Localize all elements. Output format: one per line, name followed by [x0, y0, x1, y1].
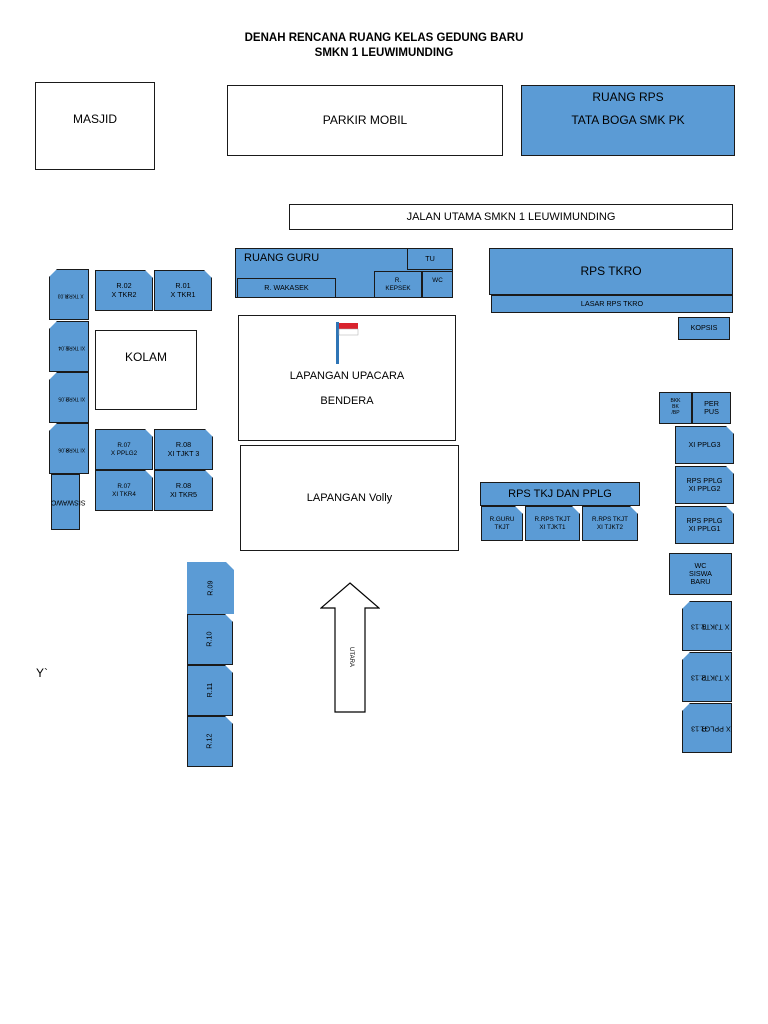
map-title-line1: DENAH RENCANA RUANG KELAS GEDUNG BARU	[244, 32, 524, 44]
jalan-utama: JALAN UTAMA SMKN 1 LEUWIMUNDING	[289, 204, 733, 230]
north-arrow-icon: UTARA	[320, 582, 380, 713]
ruang-kepsek: R.KEPSEK	[374, 271, 422, 298]
wc-office: WC	[422, 271, 453, 298]
flag-icon	[336, 322, 359, 364]
kolam: KOLAM	[95, 330, 197, 410]
stray-text: Y`	[36, 666, 48, 680]
lasar-rps-tkro: LASAR RPS TKRO	[491, 295, 733, 313]
room-r10: R.10	[187, 614, 233, 665]
masjid-building: MASJID	[35, 82, 155, 170]
parkir-mobil-area: PARKIR MOBIL	[227, 85, 503, 156]
kopsis: KOPSIS	[678, 317, 730, 340]
rps-tkro: RPS TKRO	[489, 248, 733, 295]
map-title-line2: SMKN 1 LEUWIMUNDING	[314, 47, 454, 59]
room-r12: R.12	[187, 716, 233, 767]
room-r11: R.11	[187, 665, 233, 716]
lapangan-volly: LAPANGAN Volly	[240, 445, 459, 551]
room-xi-pplg3: XI PPLG3	[675, 426, 734, 464]
room-r09: R.09	[187, 562, 234, 614]
ruang-wakasek: R. WAKASEK	[237, 278, 336, 298]
north-arrow-label: UTARA	[348, 647, 354, 667]
ruang-tu: TU	[407, 248, 453, 270]
rps-tkj-pplg: RPS TKJ DAN PPLG	[480, 482, 640, 506]
